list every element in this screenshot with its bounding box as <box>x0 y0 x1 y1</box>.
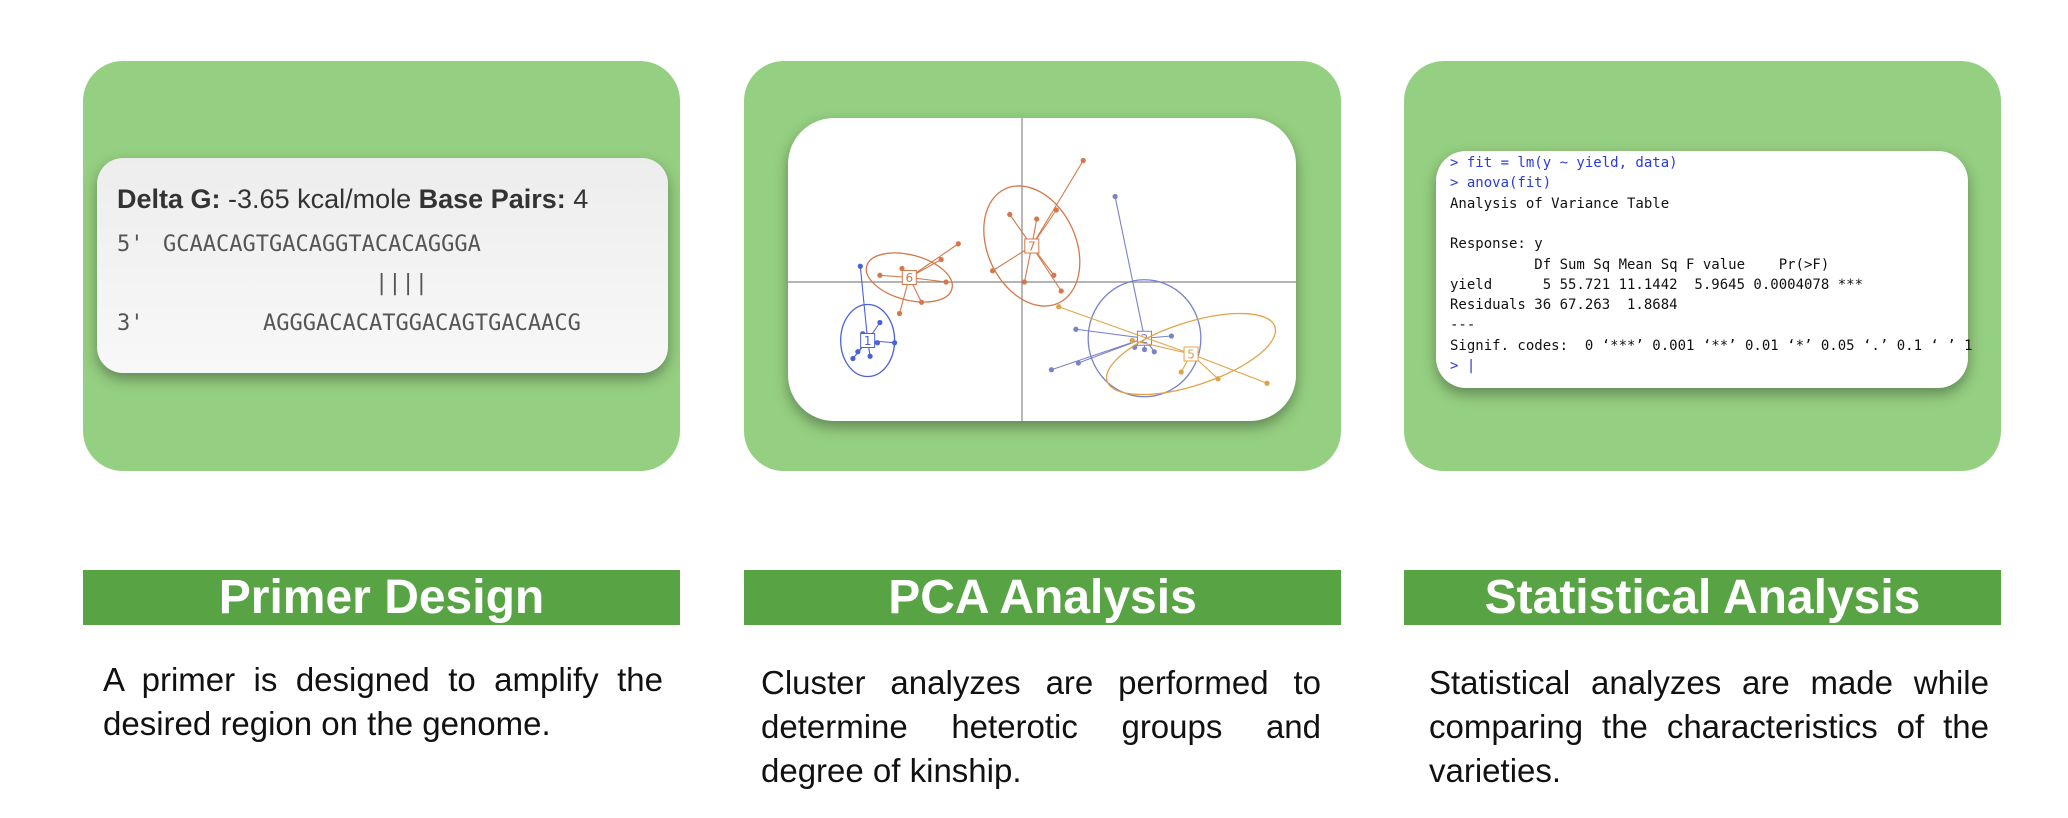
cluster-point <box>943 279 949 285</box>
cluster-point <box>1048 367 1054 373</box>
cluster-ellipse <box>983 185 1081 307</box>
strand-3-prime-sequence: AGGGACACATGGACAGTGACAACG <box>263 311 581 336</box>
cluster-label: 1 <box>864 334 872 348</box>
cluster-point <box>990 268 996 274</box>
console-line: Response: y <box>1450 236 1543 253</box>
cluster-point <box>867 353 873 359</box>
cluster-point <box>1141 346 1148 353</box>
cluster-center-box <box>1183 346 1199 362</box>
console-line: > anova(fit) <box>1450 175 1552 192</box>
cluster-spoke <box>859 266 869 341</box>
cluster-spoke <box>1051 337 1145 371</box>
cluster-spoke <box>1075 328 1145 339</box>
cluster-point <box>855 349 861 355</box>
cluster-point <box>918 299 925 305</box>
cluster-point <box>877 272 883 278</box>
console-line: Analysis of Variance Table <box>1450 195 1670 212</box>
primer-design-card: Delta G: -3.65 kcal/mole Base Pairs: 4 5… <box>83 61 680 471</box>
cluster-point <box>1151 349 1157 355</box>
delta-g-value: -3.65 kcal/mole <box>228 184 412 214</box>
base-pair-bars: |||| <box>375 271 428 296</box>
cluster-point <box>1264 380 1270 386</box>
strand-3-prime-label: 3' <box>117 311 144 336</box>
primer-result-panel: Delta G: -3.65 kcal/mole Base Pairs: 4 5… <box>97 158 668 373</box>
cluster-point <box>1075 360 1081 366</box>
statistical-analysis-description: Statistical analyzes are made while comp… <box>1429 664 1989 789</box>
cluster-point <box>892 340 898 346</box>
cluster-spoke <box>1031 160 1084 247</box>
primer-design-title: Primer Design <box>83 570 680 625</box>
cluster-center-box <box>901 270 917 285</box>
console-line: Residuals 36 67.263 1.8684 <box>1450 297 1678 314</box>
cluster-spoke <box>1132 339 1192 355</box>
cluster-spoke <box>1058 306 1192 355</box>
cluster-ellipse <box>1105 312 1277 396</box>
strand-5-prime-label: 5' <box>117 232 144 257</box>
cluster-point <box>850 355 856 362</box>
cluster-center-box <box>860 333 876 348</box>
cluster-point <box>899 265 905 272</box>
pca-analysis-description: Cluster analyzes are performed to determ… <box>761 664 1321 789</box>
console-line: yield 5 55.721 11.1442 5.9645 0.0004078 … <box>1450 276 1864 293</box>
cluster-point <box>1058 288 1064 294</box>
cluster-point <box>955 241 961 247</box>
console-line: Df Sum Sq Mean Sq F value Pr(>F) <box>1450 256 1830 273</box>
cluster-point <box>1178 369 1184 375</box>
cluster-point <box>1051 272 1057 278</box>
cluster-ellipse <box>1087 279 1202 398</box>
statistical-analysis-title: Statistical Analysis <box>1404 570 2001 625</box>
cluster-point <box>1021 279 1028 285</box>
cluster-point <box>1007 211 1013 218</box>
cluster-point <box>1112 193 1118 200</box>
cluster-point <box>1073 326 1079 332</box>
cluster-point <box>938 256 944 263</box>
cluster-point <box>1056 304 1062 310</box>
cluster-point <box>1215 376 1221 382</box>
primer-design-description: A primer is designed to amplify the desi… <box>103 661 663 742</box>
cluster-label: 5 <box>1187 348 1195 362</box>
cluster-point <box>1168 333 1175 339</box>
r-console-panel: > fit = lm(y ~ yield, data) > anova(fit) A… <box>1436 151 1973 388</box>
base-pairs-label: Base Pairs: <box>418 184 566 214</box>
cluster-point <box>1053 207 1059 213</box>
cluster-point <box>877 319 883 326</box>
console-line: Signif. codes: 0 ‘***’ 0.001 ‘**’ 0.01 ‘… <box>1450 337 1973 354</box>
console-line: > | <box>1450 358 1476 374</box>
cluster-point <box>1034 216 1040 222</box>
primer-stats-line: Delta G: -3.65 kcal/mole Base Pairs: 4 <box>117 184 588 215</box>
delta-g-label: Delta G: <box>117 184 221 214</box>
cluster-center-box <box>1024 238 1040 254</box>
cluster-label: 7 <box>1028 240 1036 254</box>
cluster-point <box>857 263 863 269</box>
base-pairs-value: 4 <box>573 184 589 214</box>
cluster-spoke <box>908 243 959 278</box>
cluster-point <box>1080 157 1086 164</box>
cluster-spoke <box>1114 196 1146 339</box>
cluster-spoke <box>1190 353 1268 384</box>
strand-5-prime-sequence: GCAACAGTGACAGGTACACAGGGA <box>163 232 481 257</box>
cluster-label: 6 <box>905 271 913 285</box>
console-line: --- <box>1450 317 1476 334</box>
cluster-point <box>896 310 903 317</box>
pca-analysis-title: PCA Analysis <box>744 570 1341 625</box>
statistical-analysis-card: > fit = lm(y ~ yield, data) > anova(fit) A… <box>1404 61 2001 471</box>
cluster-point <box>1129 337 1135 344</box>
console-line: > fit = lm(y ~ yield, data) <box>1450 155 1678 171</box>
